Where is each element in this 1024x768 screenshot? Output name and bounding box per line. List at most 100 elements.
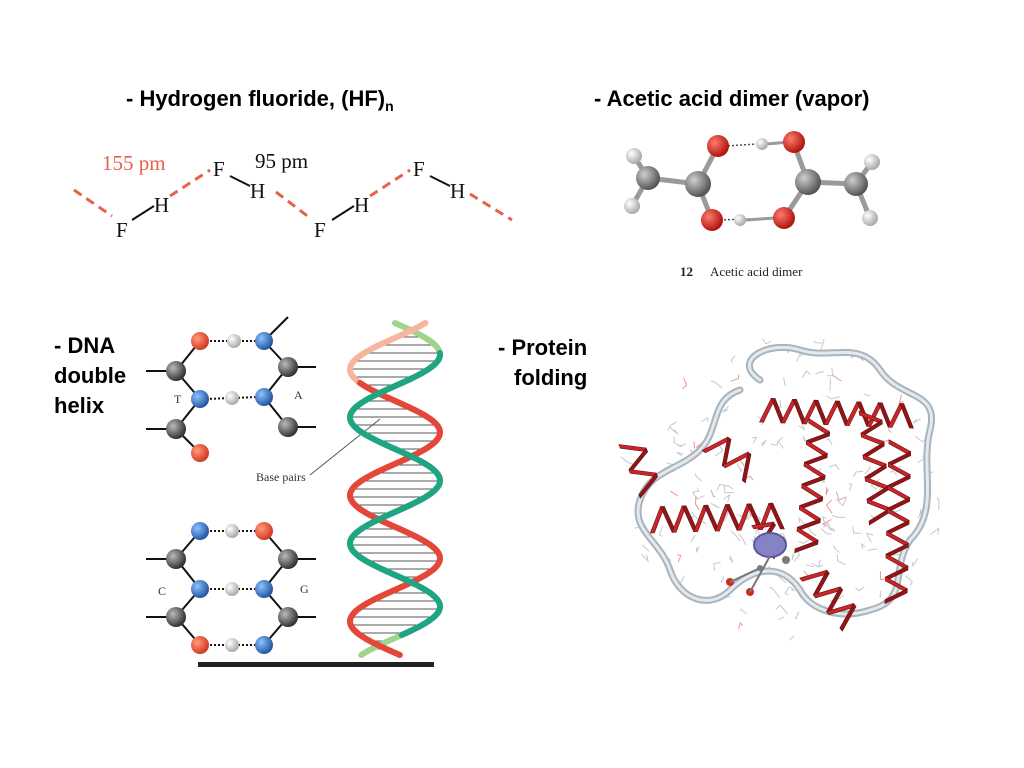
oxygen-atom (707, 135, 729, 157)
side-chain (912, 558, 919, 568)
side-chain (777, 436, 784, 449)
base-label-a: A (294, 388, 303, 402)
side-chain (669, 427, 679, 435)
protein-heading: - Protein folding (498, 333, 587, 393)
hydrogen-atom-1: H (154, 193, 169, 217)
side-chain (667, 421, 678, 432)
side-chain (778, 575, 787, 584)
side-chain (694, 495, 700, 511)
helix-turn (794, 539, 819, 554)
side-chain (722, 405, 730, 413)
hydrogen-atom (862, 210, 878, 226)
side-chain (783, 377, 786, 387)
side-chain (798, 421, 806, 431)
side-chain (798, 539, 810, 544)
side-chain (739, 608, 747, 615)
side-chain (889, 470, 897, 476)
side-chain (790, 586, 797, 592)
alpha-helix (759, 398, 914, 429)
fluorine-atom-4: F (413, 157, 425, 181)
side-chain (738, 621, 744, 630)
side-chain (832, 374, 842, 382)
fluorine-atom-3: F (314, 218, 326, 242)
side-chain (832, 545, 840, 553)
protein-backbone-coil (634, 343, 936, 618)
side-chain (723, 510, 729, 522)
carbon-atom (795, 169, 821, 195)
helix-turn (628, 447, 648, 474)
hf-chain-diagram: 155 pm 95 pm F H F H F H F H (73, 149, 513, 242)
side-chain (818, 559, 821, 567)
side-chain (929, 526, 940, 536)
acetic-heading: - Acetic acid dimer (vapor) (594, 86, 870, 111)
side-chain (694, 473, 702, 482)
side-chain (826, 438, 833, 446)
helix-turn (884, 588, 908, 605)
side-chain (848, 482, 853, 492)
side-chain (936, 496, 940, 510)
side-chain (757, 416, 766, 426)
base-pairs-pointer (309, 418, 381, 476)
side-chain (811, 562, 823, 568)
side-chain (693, 441, 696, 449)
protein-ribbon-diagram (618, 338, 940, 641)
side-chain (690, 534, 696, 543)
side-chain (905, 575, 913, 586)
acetic-hbonds (719, 143, 771, 221)
side-chain (778, 616, 785, 620)
alpha-helix (701, 436, 752, 484)
helix-turn (839, 602, 857, 632)
base-pair-cg: C G (146, 522, 316, 654)
carbon-atom (636, 166, 660, 190)
carbon-atom (685, 171, 711, 197)
hydrogen-atom-2: H (250, 179, 265, 203)
helix-strand-green (346, 350, 444, 638)
side-chain (912, 418, 921, 424)
hbond-length-label: 155 pm (102, 151, 166, 175)
side-chain (723, 485, 734, 494)
dna-heading-line3: helix (54, 393, 105, 418)
side-chain (641, 554, 650, 563)
alpha-helix (799, 569, 857, 632)
side-chain (770, 440, 779, 446)
oxygen-atom (783, 131, 805, 153)
hydrogen-atom (756, 138, 768, 150)
hf-covalent-bonds (131, 175, 451, 221)
side-chain (784, 586, 790, 596)
side-chain (813, 340, 823, 344)
side-chain (836, 554, 846, 566)
side-chain (827, 367, 834, 377)
dna-heading: - DNA double helix (54, 331, 126, 421)
side-chain (620, 456, 635, 465)
acetic-bonds (629, 141, 875, 223)
side-chain (720, 576, 725, 584)
side-chain (820, 339, 825, 351)
base-pair-ta: T A (146, 316, 316, 462)
side-chain (716, 483, 721, 491)
hydrogen-atom (624, 198, 640, 214)
side-chain (736, 462, 743, 473)
fluorine-atom-2: F (213, 157, 225, 181)
alpha-helix (884, 439, 912, 605)
helix-turn (638, 472, 658, 499)
side-chain (762, 338, 772, 345)
side-chain (690, 511, 707, 525)
hydrogen-atom (864, 154, 880, 170)
side-chain (723, 493, 731, 503)
side-chain (769, 586, 781, 599)
side-chain (878, 591, 881, 598)
side-chain (670, 490, 679, 497)
helix-turn (899, 403, 914, 429)
side-chain (711, 502, 720, 509)
hydrogen-atom-4: H (450, 179, 465, 203)
helix-base-pair-rungs (350, 328, 440, 650)
side-chain (798, 516, 808, 528)
side-chain (681, 377, 688, 390)
acetic-caption-number: 12 (680, 264, 693, 279)
base-pairs-label: Base pairs (256, 470, 306, 484)
hydrogen-atom (734, 214, 746, 226)
covalent-length-label: 95 pm (255, 149, 308, 173)
alpha-helix (649, 502, 785, 534)
side-chain (791, 553, 795, 561)
side-chain (855, 586, 865, 592)
